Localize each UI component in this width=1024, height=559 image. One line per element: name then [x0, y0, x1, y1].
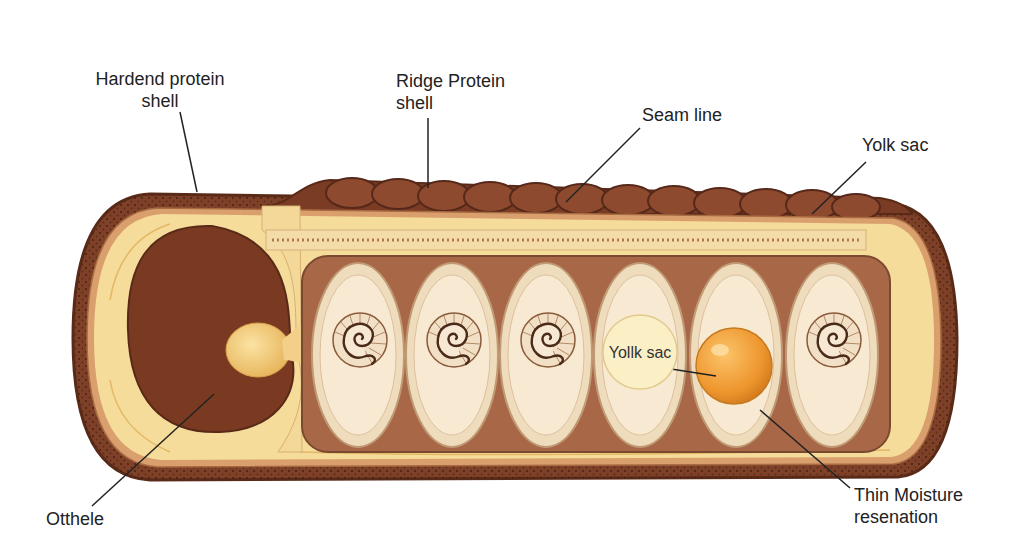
yolk-sac-shape [603, 315, 677, 389]
wavy-membrane [110, 224, 890, 455]
embryo [807, 313, 861, 367]
seam-strip [266, 230, 866, 250]
callout-label: Ridge Protein shell [396, 70, 526, 114]
embryo-tube [302, 256, 890, 452]
callout-label: Yolk sac [862, 134, 972, 156]
yolk-layer [94, 214, 934, 460]
seam-line [272, 239, 860, 242]
inner-lining [87, 208, 941, 467]
embryo [521, 313, 575, 367]
yolk-highlight [711, 344, 729, 356]
egg-chambers [312, 263, 878, 447]
shell-texture [73, 194, 957, 480]
embryo [427, 313, 481, 367]
outer-shell [73, 194, 957, 480]
left-chamber [128, 226, 293, 432]
callout-label: Thin Moisture resenation [854, 484, 1004, 528]
yolk-sac-circle: Yollk sac [602, 314, 678, 390]
orange-yolk [696, 328, 772, 404]
callout-label: Hardend protein shell [90, 68, 230, 112]
node-label: Yollk sac [609, 343, 672, 362]
left-blob [226, 323, 290, 377]
chamber-inner [320, 275, 870, 435]
embryo [333, 313, 387, 367]
callout-label: Seam line [642, 104, 752, 126]
leader-lines [92, 112, 866, 506]
callout-label: Otthele [46, 508, 146, 530]
blob-stalk [282, 322, 304, 364]
